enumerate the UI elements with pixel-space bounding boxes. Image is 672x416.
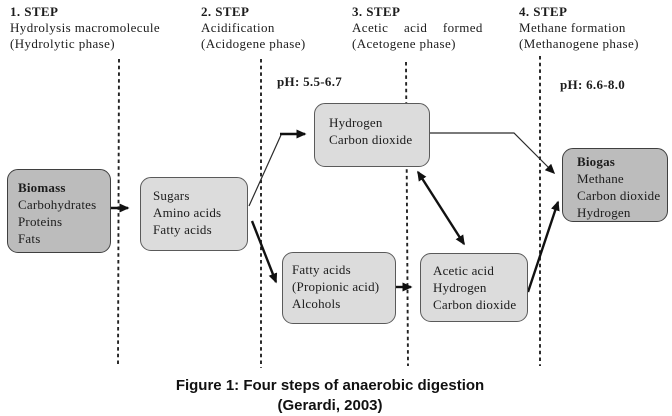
biogas-box-line: Carbon dioxide	[577, 188, 661, 203]
ph-label-acidogenic: pH: 5.5-6.7	[277, 74, 343, 89]
step-3-phase: (Acetogene phase)	[352, 36, 456, 51]
arrow-hydrogen-to-biogas	[430, 132, 556, 175]
sugars-box: Sugars Amino acids Fatty acids	[140, 177, 248, 251]
step-2-title: 2. STEP	[201, 4, 250, 19]
sugars-box-line: Sugars	[153, 188, 190, 203]
step-3-title: 3. STEP	[352, 4, 401, 19]
fatty-acids-box-line: (Propionic acid)	[292, 279, 380, 294]
step-2-name: Acidification	[201, 20, 275, 35]
fatty-acids-box: Fatty acids (Propionic acid) Alcohols	[282, 252, 396, 324]
hydrogen-box-line: Carbon dioxide	[329, 132, 413, 147]
step-2-header: 2. STEP Acidification (Acidogene phase)	[201, 4, 306, 52]
step-4-header: 4. STEP Methane formation (Methanogene p…	[519, 4, 639, 52]
hydrogen-box: Hydrogen Carbon dioxide	[314, 103, 430, 167]
biomass-box: Biomass Carbohydrates Proteins Fats	[7, 169, 111, 253]
arrow-sugars-to-fattyacids	[250, 220, 278, 284]
step-1-name: Hydrolysis macromolecule	[10, 20, 161, 35]
fatty-acids-box-line: Alcohols	[292, 296, 341, 311]
biogas-box: Biogas Methane Carbon dioxide Hydrogen	[562, 148, 668, 222]
acetic-acid-box-line: Carbon dioxide	[433, 297, 517, 312]
step-4-title: 4. STEP	[519, 4, 568, 19]
step-4-phase: (Methanogene phase)	[519, 36, 639, 51]
phase-divider-1	[117, 58, 120, 367]
step-2-phase: (Acidogene phase)	[201, 36, 306, 51]
sugars-box-line: Fatty acids	[153, 222, 212, 237]
biogas-box-line: Methane	[577, 171, 624, 186]
biomass-box-line: Fats	[18, 231, 41, 246]
ph-label-methanogenic: pH: 6.6-8.0	[560, 77, 626, 92]
arrow-sugars-to-hydrogen-diagonal	[248, 134, 282, 207]
hydrogen-box-line: Hydrogen	[329, 115, 383, 130]
biomass-box-line: Proteins	[18, 214, 63, 229]
step-1-header: 1. STEP Hydrolysis macromolecule (Hydrol…	[10, 4, 160, 52]
biomass-box-line: Carbohydrates	[18, 197, 97, 212]
biogas-box-line: Hydrogen	[577, 205, 631, 220]
figure-caption: Figure 1: Four steps of anaerobic digest…	[0, 376, 660, 416]
fatty-acids-box-line: Fatty acids	[292, 262, 351, 277]
acetic-acid-box-line: Acetic acid	[433, 263, 495, 278]
figure-caption-line2: (Gerardi, 2003)	[277, 397, 383, 414]
sugars-box-line: Amino acids	[153, 205, 222, 220]
step-3-name: Acetic acid formed	[352, 20, 483, 35]
biogas-box-title: Biogas	[577, 154, 616, 169]
biomass-box-title: Biomass	[18, 180, 66, 195]
step-1-title: 1. STEP	[10, 4, 59, 19]
step-1-phase: (Hydrolytic phase)	[10, 36, 116, 51]
arrow-acetic-to-biogas	[526, 200, 560, 293]
figure-caption-line1: Figure 1: Four steps of anaerobic digest…	[175, 377, 485, 394]
acetic-acid-box: Acetic acid Hydrogen Carbon dioxide	[420, 253, 528, 322]
step-4-name: Methane formation	[519, 20, 626, 35]
step-3-header: 3. STEP Acetic acid formed (Acetogene ph…	[352, 4, 483, 52]
arrow-hydrogen-acetic-bidirectional	[416, 170, 466, 246]
acetic-acid-box-line: Hydrogen	[433, 280, 487, 295]
